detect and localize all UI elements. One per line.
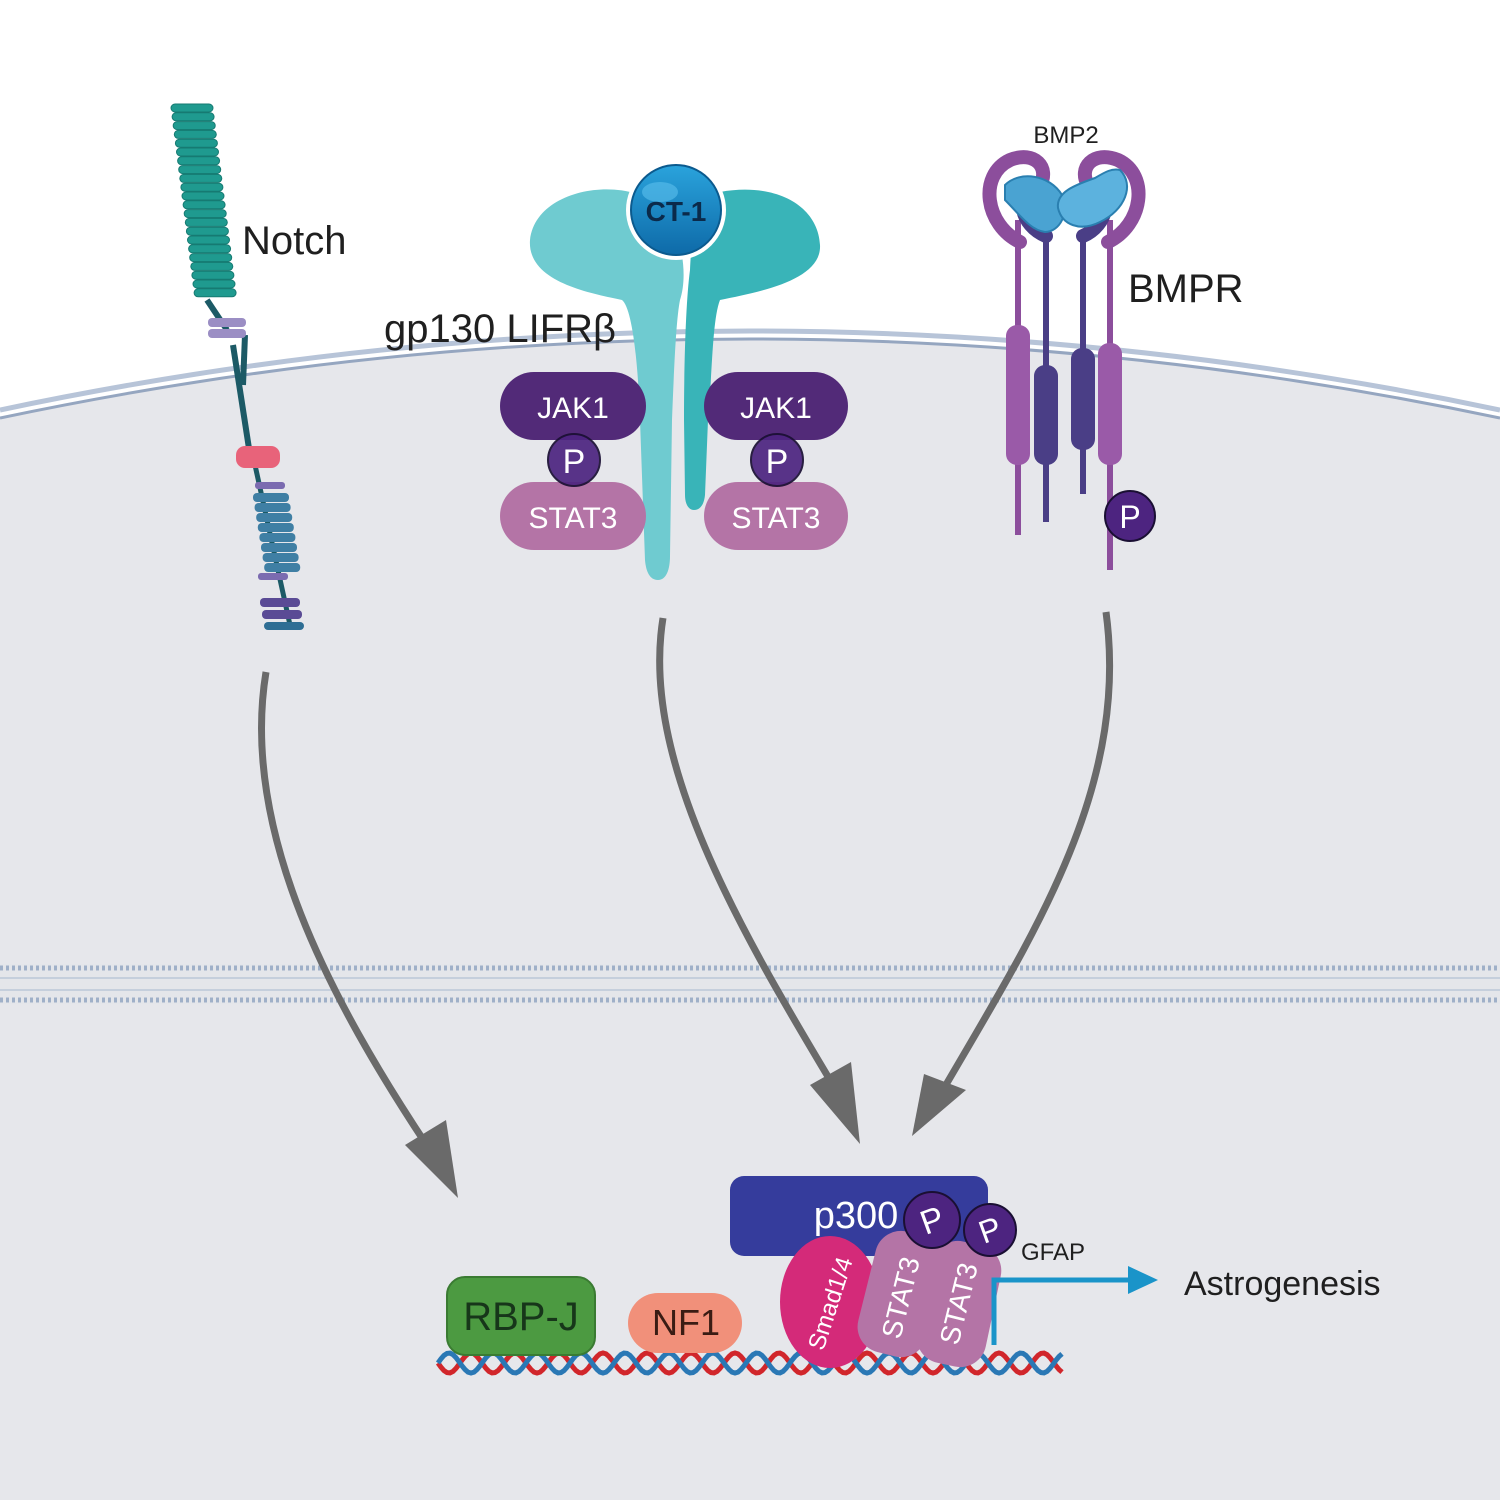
nuclear-membrane: [0, 964, 1500, 1004]
phospho-nuclear-2: [963, 1203, 1017, 1257]
arrow-notch: [257, 671, 433, 1152]
phospho-bmpr-label: P: [1119, 499, 1140, 535]
arrow-bmp-head: [912, 1074, 966, 1136]
transcription-arrow: [991, 1277, 1130, 1345]
notch-ankyrin-repeat: [262, 553, 299, 562]
phospho-bmpr: [1104, 490, 1156, 542]
stat3-left-label: STAT3: [529, 502, 618, 535]
cell-body: [0, 339, 1500, 1500]
arrow-bmp: [936, 611, 1113, 1097]
lifr-chain: [684, 189, 821, 510]
notch-ankyrin-repeat: [259, 533, 296, 542]
notch-egf-repeat: [172, 121, 216, 131]
jak1-right-label: JAK1: [740, 392, 812, 425]
notch-egf-repeat: [188, 244, 232, 254]
notch-egf-repeat: [176, 147, 219, 157]
rbpj-protein: [446, 1276, 596, 1356]
ct1-label: CT-1: [646, 196, 707, 227]
notch-egf-repeat: [180, 182, 224, 192]
astrogenesis-label: Astrogenesis: [1184, 1265, 1381, 1303]
phospho-left: [547, 433, 601, 487]
signaling-arrows: [257, 611, 1113, 1198]
phospho-left-label: P: [563, 443, 586, 481]
stat3-right: [704, 482, 848, 550]
notch-egf-repeat: [182, 200, 226, 210]
gfap-label: GFAP: [1021, 1239, 1085, 1266]
p300-label: p300: [814, 1195, 899, 1237]
jak1-left-label: JAK1: [537, 392, 609, 425]
notch-ankyrin-repeat: [256, 513, 293, 522]
notch-egf-repeat: [177, 156, 221, 166]
gp130-lifr-label: gp130 LIFRβ: [384, 307, 616, 351]
notch-intracellular-repeats: [253, 493, 301, 572]
phospho-right: [750, 433, 804, 487]
rbpj-label: RBP-J: [463, 1295, 579, 1339]
notch-ankyrin-repeat: [264, 563, 301, 572]
stat3-nuclear-2: [916, 1240, 1002, 1368]
notch-egf-repeat: [178, 165, 222, 175]
bmp2-ligand: [1004, 168, 1129, 234]
smad14-protein: [780, 1236, 880, 1368]
notch-egf-repeat: [183, 209, 227, 219]
phospho-right-label: P: [766, 443, 789, 481]
phospho-nuclear-1: [903, 1191, 961, 1249]
notch-label: Notch: [242, 219, 347, 263]
notch-egf-repeat: [191, 270, 235, 280]
gp130-chain: [529, 189, 684, 580]
notch-egf-repeat: [170, 103, 214, 113]
notch-egf-repeat: [184, 217, 228, 227]
notch-egf-repeat: [190, 261, 234, 271]
notch-extracellular-repeats: [170, 103, 237, 298]
notch-egf-repeat: [171, 112, 215, 122]
notch-egf-repeat: [185, 226, 229, 236]
notch-egf-repeat: [187, 235, 230, 245]
nf1-protein: [628, 1293, 742, 1353]
gp130-lifr-receptor: [529, 160, 821, 580]
notch-ankyrin-repeat: [257, 523, 294, 532]
plasma-membrane-inner: [0, 337, 1500, 420]
nf1-label: NF1: [652, 1302, 720, 1343]
stat3-right-label: STAT3: [732, 502, 821, 535]
notch-egf-repeat: [173, 129, 217, 139]
plasma-membrane: [0, 328, 1500, 413]
notch-egf-repeat: [192, 279, 236, 289]
bmp2-label: BMP2: [1033, 122, 1098, 149]
notch-egf-repeat: [174, 138, 218, 148]
jak1-right: [704, 372, 848, 440]
transcription-arrow-head: [1128, 1266, 1158, 1294]
notch-ankyrin-repeat: [261, 543, 297, 552]
notch-egf-repeat: [193, 288, 237, 298]
stat3-left: [500, 482, 646, 550]
jak1-left: [500, 372, 646, 440]
bmpr-label: BMPR: [1128, 267, 1244, 311]
notch-egf-repeat: [189, 253, 233, 263]
notch-ankyrin-repeat: [253, 493, 289, 502]
notch-egf-repeat: [179, 173, 223, 183]
notch-ankyrin-repeat: [254, 503, 291, 512]
notch-receptor: [170, 103, 304, 630]
arrow-notch-head: [405, 1120, 458, 1198]
arrow-jak-stat-head: [810, 1062, 860, 1144]
arrow-jak-stat: [656, 617, 840, 1092]
notch-egf-repeat: [181, 191, 225, 201]
